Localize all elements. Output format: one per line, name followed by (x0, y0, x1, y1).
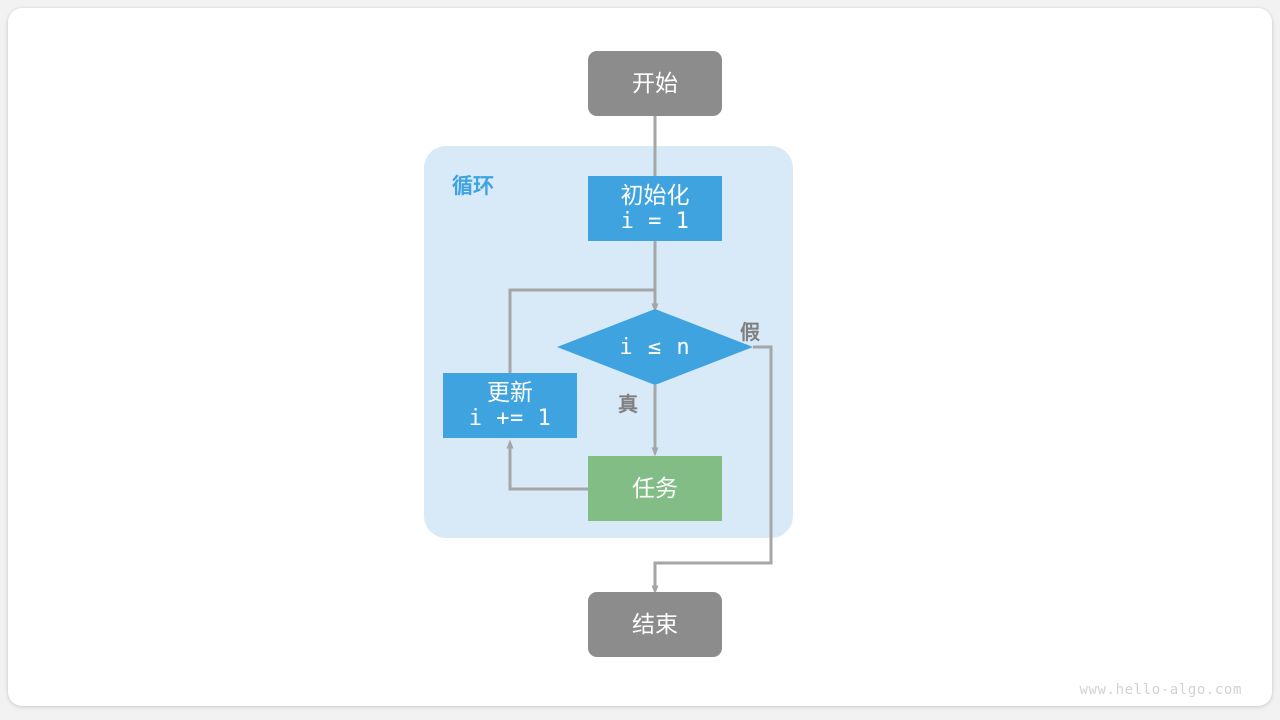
node-start[interactable]: 开始 (588, 51, 722, 116)
node-start-label: 开始 (632, 69, 678, 96)
node-end[interactable]: 结束 (588, 592, 722, 657)
node-init-code: i = 1 (620, 209, 690, 235)
node-update-code: i += 1 (468, 406, 552, 432)
edge-update-to-condition (508, 288, 655, 373)
branch-label-true: 真 (618, 394, 638, 416)
node-update[interactable]: 更新 i += 1 (443, 373, 577, 438)
node-task[interactable]: 任务 (588, 456, 722, 521)
node-task-label: 任务 (632, 474, 678, 501)
node-condition-code: i ≤ n (619, 334, 691, 360)
edge-task-to-update (506, 439, 588, 491)
edge-condition-false-to-end (651, 345, 773, 595)
node-init-label: 初始化 (620, 181, 690, 208)
branch-label-false: 假 (740, 322, 760, 344)
node-update-label: 更新 (487, 378, 533, 405)
node-condition[interactable]: i ≤ n (557, 309, 753, 385)
loop-container-label: 循环 (452, 175, 494, 198)
node-end-label: 结束 (632, 610, 678, 637)
node-init[interactable]: 初始化 i = 1 (588, 176, 722, 241)
watermark: www.hello-algo.com (1079, 682, 1242, 698)
